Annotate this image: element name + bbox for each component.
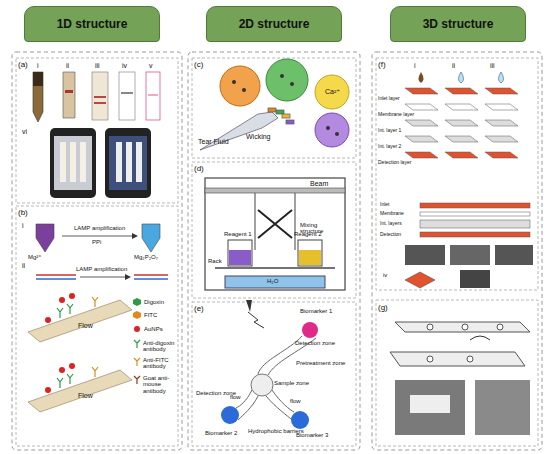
annotation: Mg₂P₂O₇ [134,254,158,260]
annotation: Reagent 1 [224,231,252,237]
annotation: Tear Fluid [198,138,229,145]
legend-text: FITC [144,312,157,318]
annotation: Detection layer [378,160,411,165]
annotation: vi [22,128,27,135]
annotation: LAMP amplification [76,266,127,272]
annotation: iv [383,272,387,278]
panel-label: (g) [378,304,388,312]
annotation: Mg²⁺ [28,254,42,260]
panel-label: (a) [18,61,28,69]
panel-label: (f) [378,61,386,69]
annotation: Biomarker 2 [205,430,237,436]
annotation: Membrane [380,211,404,216]
legend-text: Digoxin [144,299,164,305]
header-box: 1D structure [24,6,160,42]
annotation: Inlet [380,202,389,207]
annotation: Membrane layer [378,112,414,117]
legend-text: Anti-FITC antibody [143,357,179,370]
annotation: Int. layers [380,221,402,226]
annotation: flow [290,398,301,404]
annotation: ii [452,62,455,69]
annotation: Rack [208,258,222,264]
panel-label: (c) [194,61,203,69]
annotation: ii [22,262,25,269]
annotation: Biomarker 3 [296,432,328,438]
annotation: Sample zone [274,380,309,386]
annotation: Beam [310,180,328,187]
legend-text: Goat anti-mouse antibody [143,375,179,394]
header-box: 2D structure [206,6,342,42]
annotation: Biomarker 1 [300,308,332,314]
header-text: 1D structure [57,17,128,31]
panel-label: (b) [18,209,28,217]
annotation: PPi [92,239,101,245]
legend-text: Anti-digoxin antibody [143,340,179,353]
annotation: Flow [78,392,93,399]
annotation: ii [66,62,69,69]
annotation: Detection zone [295,340,335,346]
annotation: Detection [380,232,401,237]
panel-label: (d) [194,165,204,173]
header-box: 3D structure [390,6,526,42]
annotation: i [37,62,39,69]
annotation: v [149,62,153,69]
annotation: iii [490,62,495,69]
annotation: Int. layer 1 [378,128,401,133]
annotation: Inlet layer [378,96,400,101]
annotation: Ca²⁺ [325,88,340,95]
annotation: Hydrophobic barriers [248,428,304,434]
header-text: 3D structure [423,17,494,31]
legend-text: AuNPs [144,326,163,332]
panel-label: (e) [194,305,204,313]
annotation: Int. layer 2 [378,144,401,149]
header-text: 2D structure [239,17,310,31]
annotation: Flow [78,322,93,329]
annotation: LAMP amplification [74,225,125,231]
annotation: flow [230,394,241,400]
annotation: Wicking [246,133,271,140]
annotation: iii [95,62,100,69]
annotation: H₂O [267,278,278,284]
annotation: Pretreatment zone [296,360,345,366]
annotation: Reagent 2 [294,231,322,237]
annotation: iv [122,62,127,69]
annotation: i [22,222,24,229]
annotation: i [414,62,416,69]
